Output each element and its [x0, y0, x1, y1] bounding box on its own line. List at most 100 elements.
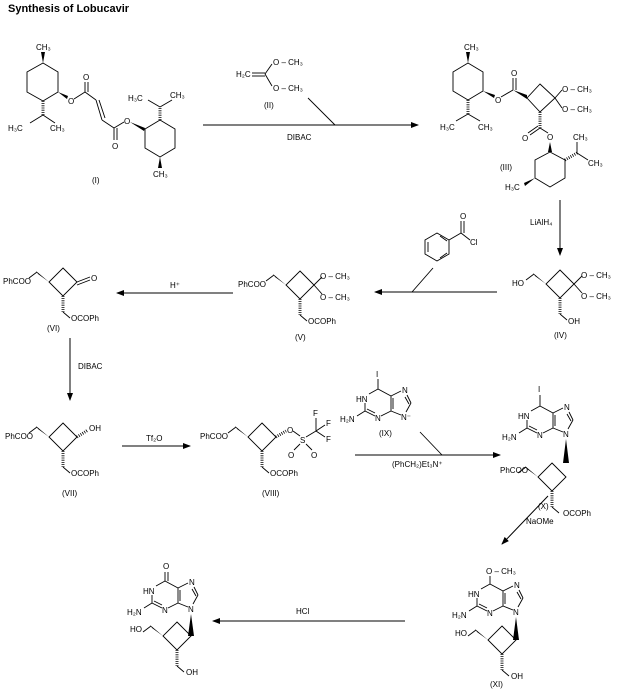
oxygen-text: O — [311, 451, 317, 460]
oxygen-text: O — [547, 133, 553, 142]
nitrogen-text: N — [564, 403, 570, 412]
oxygen-text: O — [287, 426, 293, 435]
compound-label: (I) — [92, 176, 100, 185]
reagent-label: H⁺ — [170, 281, 180, 290]
methoxy-text: O – CH₃ — [486, 567, 516, 576]
methyl-text: CH₃ — [170, 91, 185, 100]
cyclobutane-ring — [524, 268, 576, 322]
ester-text: PhCOO — [5, 432, 33, 441]
compound-IV: O – CH₃ O – CH₃ HO OH (IV) — [512, 268, 611, 340]
hydroxyl-text: HO — [455, 629, 467, 638]
hydroxyl-text: OH — [568, 317, 580, 326]
cyclobutane-ring — [27, 421, 79, 475]
methoxy-text: O – CH₃ — [562, 85, 592, 94]
ester-text: PhCOO — [200, 432, 228, 441]
oxygen-text: O — [163, 562, 169, 571]
compound-V: O – CH₃ O – CH₃ PhCOO OCOPh (V) — [238, 269, 350, 342]
compound-label: (VII) — [62, 489, 77, 498]
amine-text: H₂N — [452, 611, 467, 620]
oxygen-text: O — [288, 451, 294, 460]
nh-text: HN — [356, 395, 368, 404]
nitrogen-text: N — [162, 606, 168, 615]
hydroxyl-text: OH — [186, 668, 198, 677]
compound-IX: I HN N N N⁻ H₂N (IX) — [340, 370, 412, 438]
methoxy-text: O – CH₃ — [581, 292, 611, 301]
nitrogen-text: N — [188, 605, 194, 614]
nitrogen-anion-text: N⁻ — [401, 413, 411, 422]
oxygen-text: O — [91, 274, 97, 283]
ester-text: OCOPh — [270, 469, 298, 478]
compound-VI: O PhCOO OCOPh (VI) — [3, 266, 99, 333]
methylene-text: H₂C — [236, 70, 251, 79]
reagent-label: DIBAC — [78, 362, 103, 371]
oxygen-text: O — [511, 69, 517, 78]
methyl-text: H₃C — [8, 124, 23, 133]
methoxy-text: O – CH₃ — [581, 271, 611, 280]
fluorine-text: F — [326, 419, 331, 428]
compound-XI: O – CH₃ HN N N N H₂N HO OH (XI) — [452, 567, 524, 689]
reagent-label: LiAlH₄ — [530, 218, 552, 227]
compound-II: H₂C O – CH₃ O – CH₃ (II) — [236, 58, 303, 110]
hydroxyl-text: OH — [511, 672, 523, 681]
ester-text: OCOPh — [71, 469, 99, 478]
oxygen-text: O — [83, 73, 89, 82]
reagent-label: NaOMe — [526, 517, 554, 526]
methyl-text: CH₃ — [464, 43, 479, 52]
cyclobutane-ring — [466, 624, 518, 678]
oxygen-text: O — [522, 134, 528, 143]
sulfur-text: S — [300, 436, 305, 445]
nitrogen-text: N — [537, 431, 543, 440]
methoxy-text: O – CH₃ — [320, 293, 350, 302]
ester-text: PhCOO — [3, 277, 31, 286]
reagent-label: (PhCH₂)Et₃N⁺ — [392, 460, 443, 469]
nitrogen-text: N — [513, 608, 519, 617]
iodine-text: I — [538, 385, 540, 394]
nitrogen-text: N — [189, 578, 195, 587]
iodine-text: I — [376, 370, 378, 379]
oxygen-text: O — [68, 97, 74, 106]
compound-label: (VIII) — [262, 489, 280, 498]
hydroxyl-text: OH — [89, 424, 101, 433]
amine-text: H₂N — [127, 608, 142, 617]
compound-III: CH₃ H₃C CH₃ O O O – CH₃ O – CH₃ O O CH₃ … — [440, 43, 603, 192]
fluorine-text: F — [326, 435, 331, 444]
methoxy-text: O – CH₃ — [273, 84, 303, 93]
reagent-label: HCl — [296, 607, 310, 616]
ester-text: PhCOO — [238, 280, 266, 289]
compound-label: (VI) — [47, 324, 60, 333]
compound-label: (X) — [538, 502, 549, 511]
methyl-text: CH₃ — [573, 133, 588, 142]
compound-X: I HN N N N H₂N PhCOO OCOPh (X) — [500, 385, 591, 518]
oxygen-text: O — [124, 117, 130, 126]
fluorine-text: F — [313, 409, 318, 418]
ester-text: OCOPh — [71, 314, 99, 323]
nh-text: HN — [143, 587, 155, 596]
amine-text: H₂N — [340, 415, 355, 424]
methyl-text: CH₃ — [36, 43, 51, 52]
methyl-text: H₃C — [128, 94, 143, 103]
compound-label: (II) — [264, 101, 274, 110]
compound-VIII: O S O O F F F PhCOO OCOPh (VIII) — [200, 409, 331, 498]
oxygen-text: O — [112, 142, 118, 151]
nh-text: HN — [518, 412, 530, 421]
ester-text: OCOPh — [563, 509, 591, 518]
methyl-text: CH₃ — [588, 159, 603, 168]
nh-text: HN — [468, 590, 480, 599]
hydroxyl-text: HO — [512, 279, 524, 288]
chlorine-text: Cl — [470, 238, 478, 247]
nitrogen-text: N — [487, 609, 493, 618]
methyl-text: H₃C — [505, 183, 520, 192]
reagent-label: DIBAC — [287, 133, 312, 142]
compound-label: (V) — [295, 333, 306, 342]
cyclobutane-ring — [141, 620, 193, 674]
methyl-text: H₃C — [440, 123, 455, 132]
nitrogen-text: N — [402, 386, 408, 395]
ester-text: PhCOO — [500, 466, 528, 475]
oxygen-text: O — [495, 96, 501, 105]
amine-text: H₂N — [502, 433, 517, 442]
cyclobutane-ring — [226, 421, 278, 475]
oxygen-text: O — [460, 212, 466, 221]
compound-label: (XI) — [490, 680, 503, 689]
compound-label: (IV) — [554, 331, 567, 340]
